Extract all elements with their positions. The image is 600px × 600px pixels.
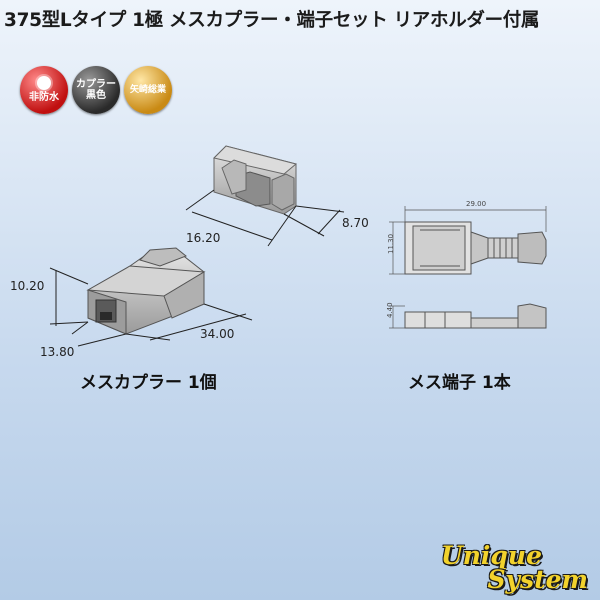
terminal-side-view (404, 303, 547, 329)
terminal-top-view (404, 221, 547, 275)
coupler-width-label: 13.80 (40, 345, 74, 359)
maker-badge: 矢崎総業 (124, 66, 172, 114)
brand-logo: Unique System (440, 541, 588, 594)
terminal-length-label: 29.00 (466, 200, 486, 208)
terminal-caption: メス端子 1本 (408, 373, 511, 393)
coupler-color-label-2: 黒色 (86, 90, 106, 101)
coupler-caption: メスカプラー 1個 (80, 373, 217, 393)
terminal-top-dimension (389, 206, 547, 275)
holder-length-label: 16.20 (186, 231, 220, 245)
maker-label: 矢崎総業 (129, 84, 166, 95)
logo-line-2: System (487, 564, 588, 594)
coupler-color-badge: カプラー 黒色 (72, 66, 120, 114)
coupler-color-label-1: カプラー (76, 78, 116, 90)
holder-dimension-lines (185, 189, 345, 247)
terminal-thickness-label: 4.40 (386, 302, 394, 318)
page-title: 375型Lタイプ 1極 メスカプラー・端子セット リアホルダー付属 (4, 10, 540, 31)
sun-icon (37, 76, 51, 91)
holder-depth-label: 8.70 (342, 216, 369, 230)
logo-line-1: Unique (440, 541, 542, 570)
terminal-side-dimension (389, 305, 405, 329)
coupler-image (86, 247, 206, 335)
terminal-height-label: 11.30 (387, 234, 395, 254)
coupler-length-label: 34.00 (200, 327, 234, 341)
coupler-dimension-lines (49, 267, 253, 347)
waterproof-label: 非防水 (29, 92, 59, 104)
waterproof-badge: 非防水 (20, 66, 68, 114)
rear-holder-image (213, 145, 298, 215)
coupler-height-label: 10.20 (10, 279, 44, 293)
